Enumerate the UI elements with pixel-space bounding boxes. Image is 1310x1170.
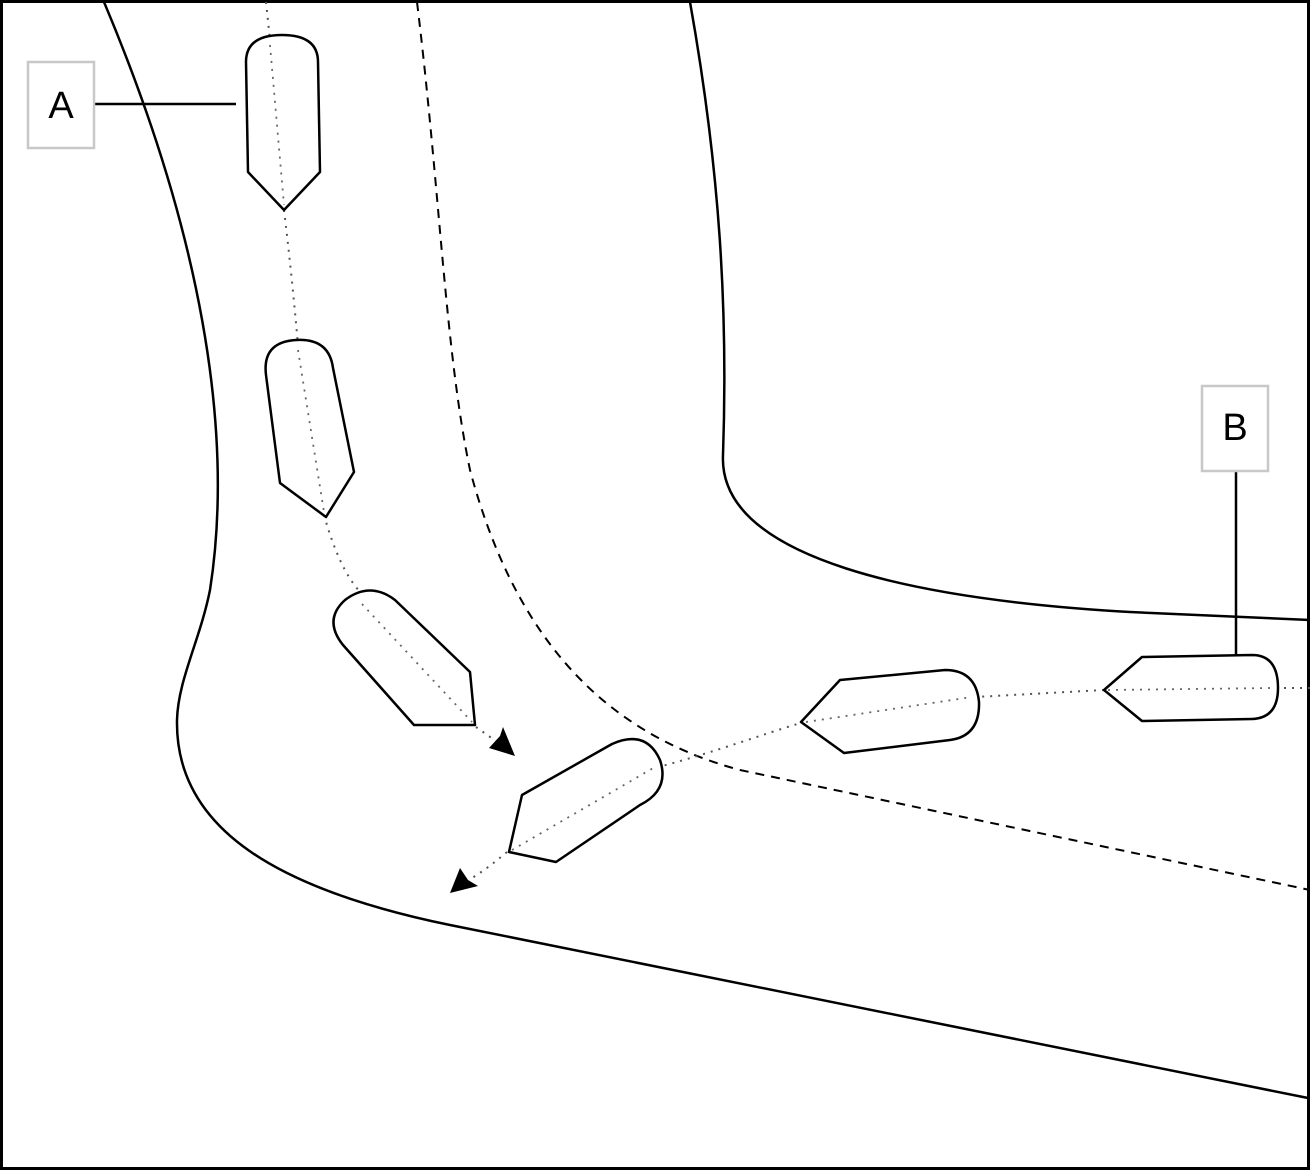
vessel-a-position-2: [264, 338, 356, 519]
vessel-a-track: [265, 1, 361, 593]
label-b: B: [1222, 407, 1247, 449]
label-box-a: [26, 60, 96, 150]
vessel-b-position-1: [1102, 653, 1280, 723]
label-a: A: [48, 85, 74, 127]
vessel-a-position-1: [244, 33, 322, 212]
outer-bank: [102, 1, 1309, 1100]
vessel-a-arrow: [475, 726, 515, 756]
vessel-a-position-3: [332, 589, 477, 727]
label-box-b: [1200, 384, 1270, 473]
vessel-b-position-2: [799, 668, 981, 755]
vessel-b-arrow: [450, 868, 478, 893]
callout-a: A: [26, 60, 236, 150]
inner-bank: [688, 1, 1310, 622]
callout-b: B: [1200, 384, 1270, 655]
vessel-b-position-3: [507, 737, 664, 864]
vessel-b-track: [471, 687, 1310, 879]
channel-centerline: [416, 1, 1310, 891]
